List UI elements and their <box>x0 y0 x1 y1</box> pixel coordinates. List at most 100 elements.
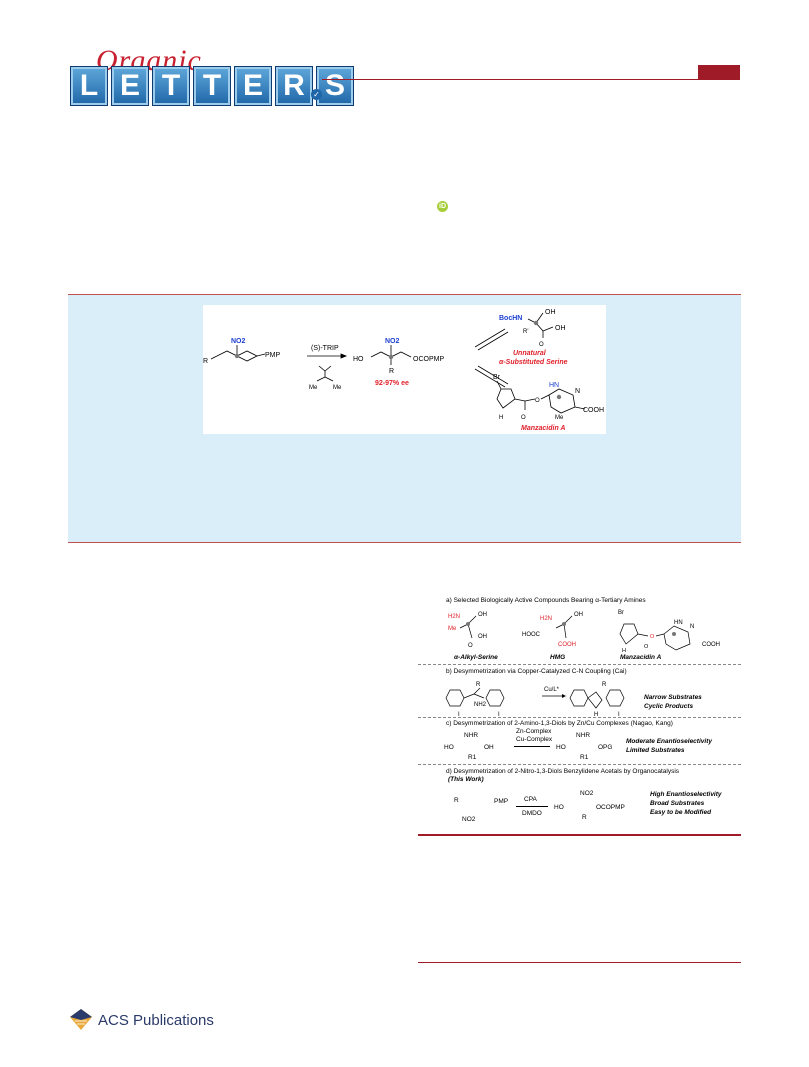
nhr-label: NHR <box>464 732 479 739</box>
product-label: α-Substituted Serine <box>499 359 568 366</box>
nhr-label: NHR <box>576 732 591 739</box>
o-label: O <box>650 634 655 640</box>
ho-label: HO <box>444 744 454 751</box>
br-label: Br <box>618 610 624 616</box>
me-label: Me <box>555 415 564 421</box>
r-label: R <box>602 682 607 688</box>
stereocenter-dot <box>672 632 676 636</box>
h2n-label: H2N <box>540 616 552 622</box>
i-label: I <box>458 712 460 718</box>
pmp-label: PMP <box>494 798 509 805</box>
logo-letter: S <box>316 66 354 106</box>
r-label: R <box>203 358 208 365</box>
ocopmp-label: OCOPMP <box>596 804 625 811</box>
oh-label: OH <box>484 744 494 751</box>
me-label: Me <box>309 385 318 391</box>
figure-section-title: c) Desymmetrization of 2-Amino-1,3-Diols… <box>446 720 673 727</box>
figure-section-title: d) Desymmetrization of 2-Nitro-1,3-Diols… <box>446 768 680 775</box>
section-a-structures: H2N Me OH OH O H2N HOOC OH COOH Br H O O… <box>448 610 720 654</box>
section-divider <box>418 664 741 665</box>
stereocenter-dot <box>562 622 566 626</box>
r-label: R <box>389 368 394 375</box>
compound-label: Manzacidin A <box>620 654 662 661</box>
pmp-label: PMP <box>265 352 281 359</box>
reagent-label: Cu-Complex <box>516 736 553 743</box>
me-label: Me <box>448 626 457 632</box>
oh-label: OH <box>478 612 487 618</box>
r1-label: R1 <box>468 754 477 761</box>
br-label: Br <box>493 374 501 381</box>
stereocenter-dot <box>234 353 240 359</box>
header-rule <box>322 79 740 80</box>
cooh-label: COOH <box>702 642 720 648</box>
stereocenter-dot <box>388 354 394 360</box>
section-divider <box>418 764 741 765</box>
nitro-label: NO2 <box>385 338 400 345</box>
ee-label: 92-97% ee <box>375 380 409 387</box>
section-b-structures: R NH2 I I Cu/L* H R I <box>445 682 625 718</box>
r1-label: R1 <box>580 754 589 761</box>
nh2-label: NH2 <box>474 702 487 708</box>
logo-letter: E <box>111 66 149 106</box>
oh-label: OH <box>478 634 487 640</box>
figure-panel: a) Selected Biologically Active Compound… <box>418 592 741 832</box>
i-label: I <box>498 712 500 718</box>
reagent-label: DMDO <box>522 810 542 817</box>
publisher-name[interactable]: ACS Publications <box>98 1012 214 1029</box>
result-text: High Enantioselectivity <box>650 791 722 798</box>
section-divider <box>418 717 741 718</box>
product-label: Unnatural <box>513 350 547 357</box>
oh-label: OH <box>574 612 583 618</box>
toc-scheme: NO2 R PMP (S)-TRIP Me Me HO NO2 R OCOPMP… <box>203 309 604 432</box>
reaction-arrow <box>516 806 548 807</box>
product-label: Manzacidin A <box>521 425 565 432</box>
opg-label: OPG <box>598 744 613 751</box>
reagent-label: Zn-Complex <box>516 728 552 735</box>
result-text: Narrow Substrates <box>644 694 702 701</box>
no2-label: NO2 <box>580 790 594 797</box>
result-text: Cyclic Products <box>644 703 694 710</box>
n-label: N <box>575 388 580 395</box>
header-tab <box>698 65 740 80</box>
no2-label: NO2 <box>462 816 476 823</box>
acs-logo-icon <box>70 1009 92 1030</box>
o-label: O <box>535 398 540 404</box>
o-label: O <box>468 643 473 649</box>
h-label: H <box>594 712 598 718</box>
reagent-label: Cu/L* <box>544 687 560 693</box>
h-label: H <box>622 648 626 654</box>
logo-letter: R <box>275 66 313 106</box>
toc-graphic: NO2 R PMP (S)-TRIP Me Me HO NO2 R OCOPMP… <box>203 305 606 434</box>
figure-section-title: b) Desymmetrization via Copper-Catalyzed… <box>446 668 627 675</box>
stereocenter-dot <box>556 394 562 400</box>
hn-label: HN <box>549 382 559 389</box>
section-rule <box>418 962 741 963</box>
o-label: O <box>539 342 544 348</box>
result-text: Limited Substrates <box>626 747 685 754</box>
journal-logo: L E T T E R S <box>70 66 354 106</box>
r-label: R <box>582 814 587 821</box>
reagent-label: CPA <box>524 796 537 803</box>
compound-label: α-Alkyl-Serine <box>454 654 498 661</box>
hn-label: HN <box>674 620 683 626</box>
ho-label: HO <box>556 744 566 751</box>
me-label: Me <box>333 385 342 391</box>
figure-section-title: a) Selected Biologically Active Compound… <box>446 597 646 604</box>
ocopmp-label: OCOPMP <box>413 356 444 363</box>
r-prime-label: R' <box>523 329 528 335</box>
figure-rule <box>418 834 741 836</box>
cooh-label: COOH <box>558 642 576 648</box>
result-text: Moderate Enantioselectivity <box>626 738 712 745</box>
nitro-label: NO2 <box>231 338 246 345</box>
stereocenter-dot <box>466 622 470 626</box>
orcid-icon[interactable]: iD <box>437 201 448 212</box>
logo-letter: T <box>193 66 231 106</box>
o-label: O <box>521 415 526 421</box>
reaction-arrow <box>514 746 550 747</box>
h2n-label: H2N <box>448 614 460 620</box>
cooh-label: COOH <box>583 407 604 414</box>
r-label: R <box>476 682 481 688</box>
i-label: I <box>618 712 620 718</box>
compound-label: HMG <box>550 654 566 661</box>
logo-letter: L <box>70 66 108 106</box>
